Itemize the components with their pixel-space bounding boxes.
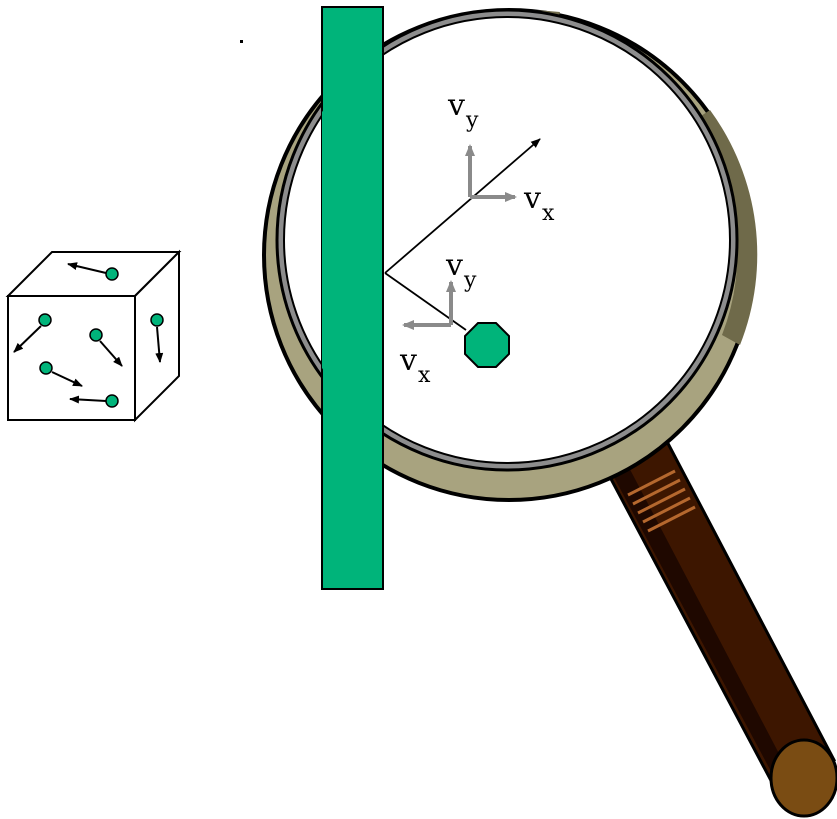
magnifier-handle (602, 432, 837, 816)
handle-end-cap (771, 740, 837, 816)
cube-container-icon (8, 252, 179, 420)
gas-molecule (465, 323, 509, 367)
stray-dot (240, 40, 243, 43)
